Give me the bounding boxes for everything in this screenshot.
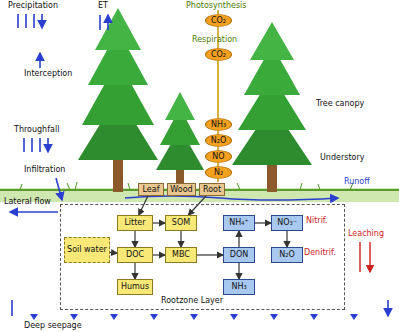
carbon-box: DOC: [117, 247, 153, 263]
node-text: NH₄⁺: [229, 219, 248, 227]
node-text: NH₃: [231, 283, 246, 291]
carbon-box: MBC: [165, 247, 197, 263]
gas-ellipse: N₂: [205, 166, 232, 179]
process-label: Lateral flow: [4, 198, 51, 206]
flow-connector: [255, 222, 271, 223]
gas-ellipse: N₂O: [205, 134, 232, 147]
pool-box: Wood: [167, 183, 196, 196]
process-label: Throughfall: [14, 126, 59, 134]
node-text: NO₃⁻: [277, 219, 297, 227]
layer-label: Understory: [320, 154, 364, 162]
tree-middle: [156, 92, 204, 192]
process-label: Respiration: [192, 36, 237, 44]
process-label: Denitrif.: [304, 249, 336, 257]
node-text: Humus: [121, 283, 149, 291]
process-label: Photosynthesis: [186, 2, 246, 10]
flow-connector: [238, 231, 239, 247]
gas-ellipse: NH₃: [205, 118, 232, 131]
carbon-box: Litter: [117, 215, 153, 231]
process-label: Deep seepage: [24, 322, 82, 330]
water-table: [30, 314, 358, 320]
carbon-box: Humus: [117, 279, 153, 295]
node-text: N₂O: [279, 251, 295, 259]
process-label: ET: [98, 2, 108, 10]
node-text: CO₂: [211, 17, 226, 25]
pool-box: Root: [199, 183, 225, 196]
tree-right: [232, 22, 312, 192]
flow-connector: [197, 254, 223, 255]
gas-ellipse: NO: [205, 150, 232, 163]
node-text: NH₃: [211, 121, 226, 129]
layer-title: Rootzone Layer: [161, 297, 223, 305]
rootzone-layer: Rootzone Layer Soil water Litter SOM DOC MBC H…: [60, 204, 345, 310]
process-label: Precipitation: [8, 2, 58, 10]
flow-connector: [139, 196, 148, 215]
nitrogen-box: NO₃⁻: [271, 215, 303, 231]
flow-connector: [134, 231, 135, 247]
layer-label: Tree canopy: [316, 100, 364, 108]
node-text: CO₂: [211, 51, 226, 59]
node-text: DON: [230, 251, 248, 259]
pool-box: Leaf: [138, 183, 164, 196]
flow-connector: [188, 196, 206, 215]
flow-connector: [238, 263, 239, 279]
node-text: Leaf: [143, 186, 160, 194]
node-text: N₂O: [211, 137, 227, 145]
gas-ellipse: CO₂: [205, 48, 232, 61]
leaching-arrows: [360, 242, 370, 272]
flow-connector: [153, 254, 165, 255]
node-text: Litter: [124, 219, 145, 227]
nitrogen-box: NH₃: [223, 279, 255, 295]
node-text: Wood: [170, 186, 192, 194]
node-text: SOM: [172, 219, 190, 227]
process-label: Nitrif.: [306, 217, 328, 225]
gas-ellipse: CO₂: [205, 14, 232, 27]
flow-connector: [180, 231, 181, 247]
process-label: Infiltration: [24, 166, 65, 174]
carbon-box: SOM: [165, 215, 197, 231]
process-label: Runoff: [344, 178, 370, 186]
nitrogen-box: NH₄⁺: [223, 215, 255, 231]
process-label: Interception: [24, 70, 72, 78]
node-text: NO: [212, 153, 224, 161]
node-text: MBC: [172, 251, 190, 259]
tree-left: [78, 8, 158, 192]
soil-water-box: Soil water: [64, 237, 110, 263]
flow-connector: [286, 231, 287, 247]
process-label: Leaching: [348, 230, 384, 238]
flow-connector: [134, 263, 135, 279]
node-text: DOC: [126, 251, 144, 259]
flow-connector: [153, 222, 165, 223]
water-arrows: [10, 14, 388, 316]
nitrogen-box: DON: [223, 247, 255, 263]
node-text: Soil water: [67, 246, 107, 254]
node-text: N₂: [214, 169, 223, 177]
nitrogen-box: N₂O: [271, 247, 303, 263]
node-text: Root: [203, 186, 221, 194]
flow-connector: [110, 252, 117, 254]
